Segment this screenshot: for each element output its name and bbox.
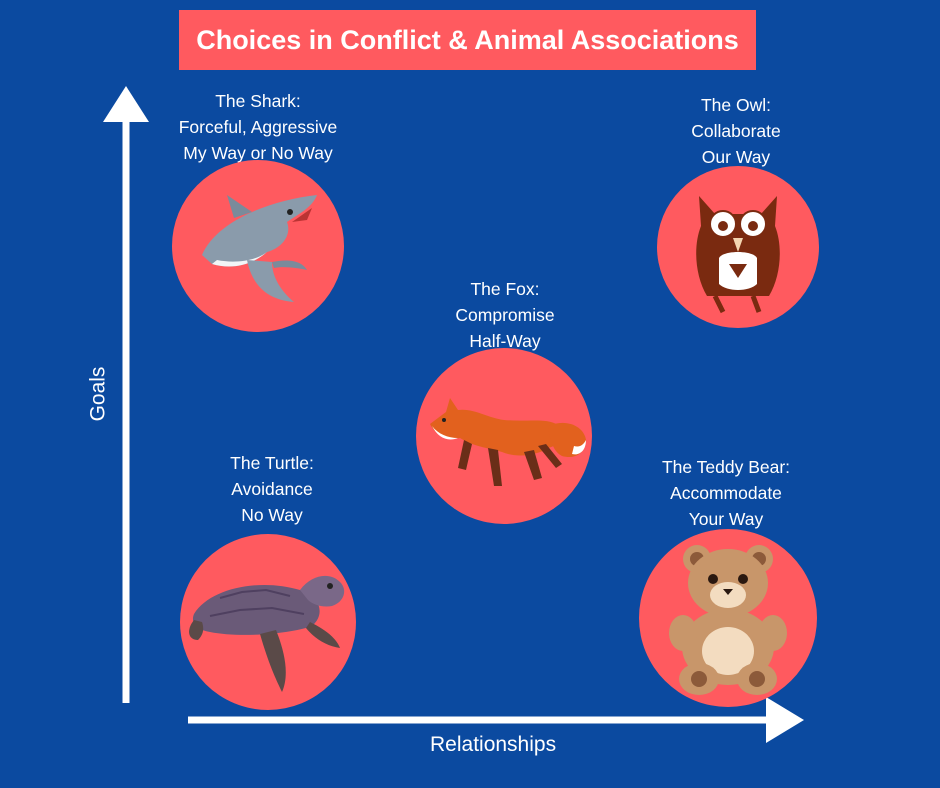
turtle-style: Avoidance: [231, 479, 313, 499]
turtle-label: The Turtle: Avoidance No Way: [172, 450, 372, 528]
shark-name: The Shark:: [215, 91, 301, 111]
shark-circle: [172, 160, 344, 332]
bear-style: Accommodate: [670, 483, 782, 503]
fox-circle: [416, 348, 592, 524]
owl-way: Our Way: [701, 147, 771, 167]
owl-circle: [657, 166, 819, 328]
shark-label: The Shark: Forceful, Aggressive My Way o…: [158, 88, 358, 166]
shark-icon: [202, 195, 317, 302]
fox-label: The Fox: Compromise Half-Way: [405, 276, 605, 354]
bear-name: The Teddy Bear:: [661, 457, 791, 477]
turtle-name: The Turtle:: [230, 453, 314, 473]
teddy-bear-icon: [669, 545, 787, 695]
owl-style: Collaborate: [691, 121, 781, 141]
relationships-axis-label: Relationships: [430, 733, 557, 756]
owl-icon: [696, 196, 780, 314]
fox-name: The Fox:: [470, 279, 540, 299]
fox-style: Compromise: [455, 305, 555, 325]
owl-label: The Owl: Collaborate Our Way: [636, 92, 836, 170]
bear-label: The Teddy Bear: Accommodate Your Way: [626, 454, 826, 532]
fox-way: Half-Way: [469, 331, 541, 351]
bear-circle: [639, 529, 817, 707]
goals-axis-label: Goals: [86, 366, 110, 422]
bear-way: Your Way: [688, 509, 764, 529]
shark-style: Forceful, Aggressive: [178, 117, 338, 137]
owl-name: The Owl:: [700, 95, 772, 115]
turtle-way: No Way: [241, 505, 303, 525]
diagram-title-text: Choices in Conflict & Animal Association…: [196, 24, 739, 55]
shark-way: My Way or No Way: [183, 143, 333, 163]
turtle-icon: [189, 575, 345, 692]
turtle-circle: [180, 534, 356, 710]
fox-icon: [430, 398, 586, 486]
diagram-title: Choices in Conflict & Animal Association…: [179, 10, 756, 70]
